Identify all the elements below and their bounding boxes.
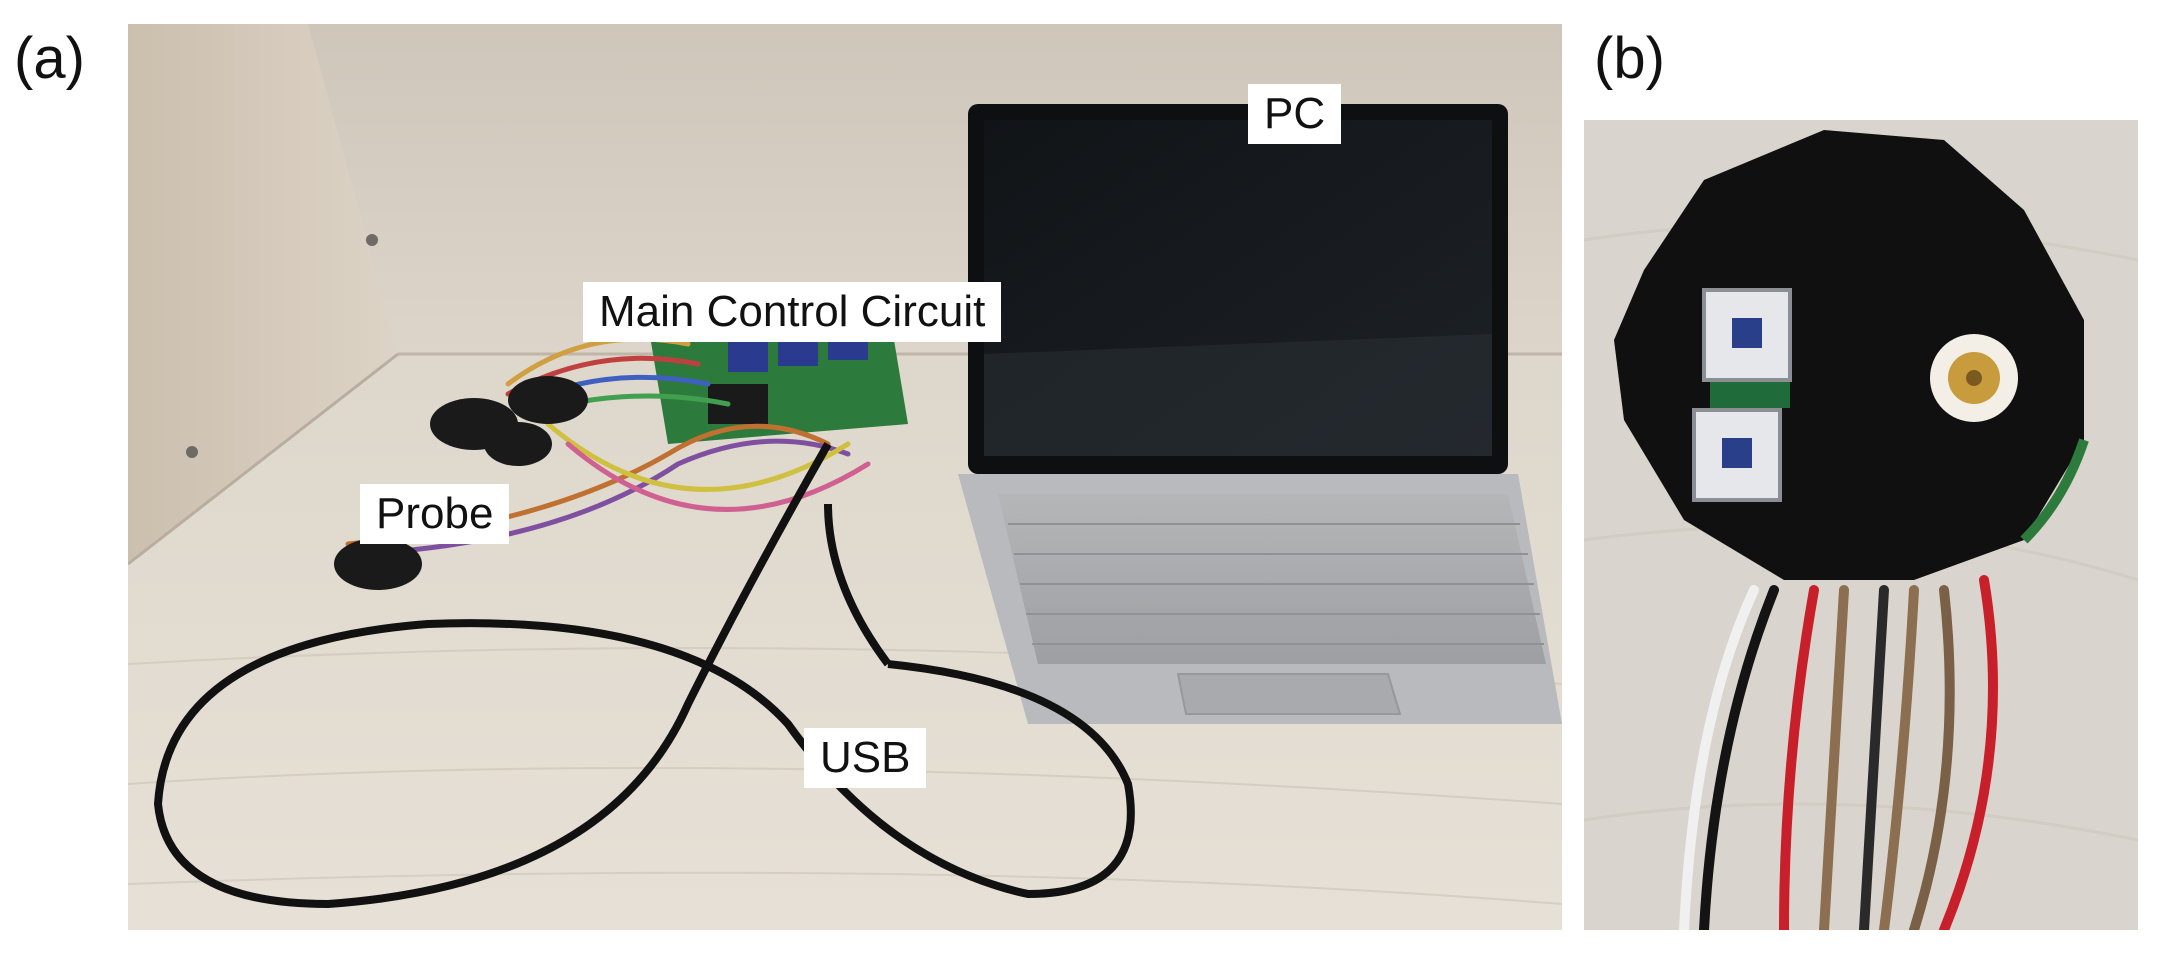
probe-closeup-illustration (1584, 120, 2138, 930)
panel-label-a: (a) (14, 26, 85, 91)
probe-closeup-photo (1584, 120, 2138, 930)
callout-usb: USB (804, 728, 927, 788)
callout-pc: PC (1248, 84, 1342, 144)
panel-label-b: (b) (1594, 26, 1665, 91)
setup-photo-illustration (128, 24, 1562, 930)
callout-probe: Probe (360, 484, 510, 544)
setup-photo: PC Main Control Circuit Probe USB (128, 24, 1562, 930)
callout-main-control-circuit: Main Control Circuit (583, 282, 1002, 342)
